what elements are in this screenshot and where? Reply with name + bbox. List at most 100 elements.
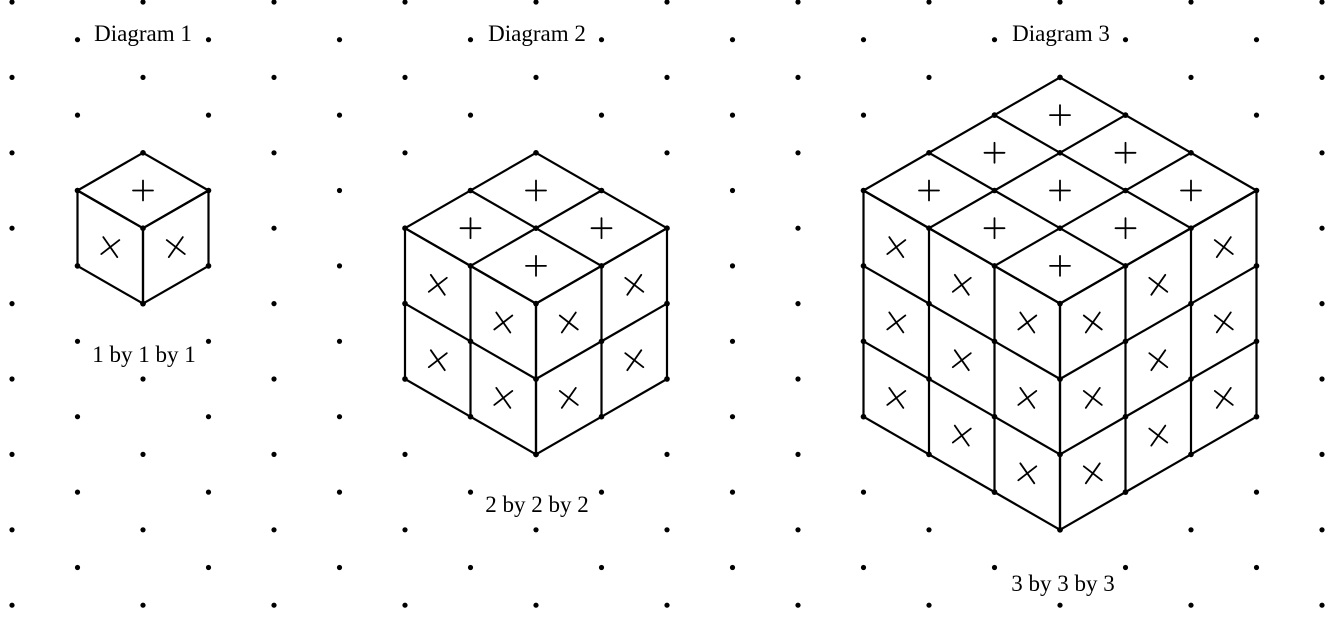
cross-mark [100,236,121,259]
cube-vertex [1057,150,1063,156]
grid-dot [336,112,343,118]
cube-vertex [1188,451,1194,458]
cross-mark [165,236,186,259]
grid-dot [271,376,277,382]
grid-dot [1319,451,1325,457]
grid-dot [205,564,212,571]
grid-dot [664,527,670,533]
cross-mark [1148,349,1169,372]
grid-dot [664,602,670,608]
cube-vertex [1122,187,1129,194]
cube-vertex [598,413,605,420]
cube-vertex [664,300,670,307]
cube-vertex [1253,413,1260,420]
cross-mark [1148,424,1169,447]
cube-edge [76,264,145,305]
cube-vertex [533,376,539,382]
cube-vertex [860,187,867,194]
grid-dot [9,376,15,382]
diagram-3-title: Diagram 3 [1012,21,1110,46]
grid-dot [140,451,146,457]
plus-mark [590,217,613,240]
grid-dot [9,0,15,5]
grid-dot [1188,0,1194,5]
cube-vertex [467,413,474,420]
cube-vertex [467,187,474,194]
cube-vertex [926,300,932,307]
grid-dot [664,451,670,457]
grid-dot [926,0,932,5]
grid-dot [860,112,867,118]
grid-dot [795,451,801,457]
grid-dot [1253,112,1260,118]
grid-dot [9,527,15,533]
grid-dot [74,564,81,571]
grid-dot [402,527,408,533]
grid-dot [729,37,736,43]
cube-edge [1058,415,1258,531]
grid-dot [9,451,15,457]
grid-dot [533,0,539,5]
grid-dot [467,112,474,118]
cube-vertex [1122,489,1129,495]
cube-edge [862,415,1062,531]
grid-dot [1188,527,1194,533]
plus-mark [918,179,940,202]
grid-dot [1319,0,1325,5]
grid-dot [664,0,670,5]
grid-dot [926,527,932,533]
cross-mark [624,349,645,372]
cross-mark [493,386,514,409]
grid-dot [795,301,801,307]
grid-dot [74,414,81,420]
cube-edge [1058,76,1258,192]
grid-dot [1188,74,1194,80]
grid-dot [860,564,867,571]
grid-dot [795,527,801,533]
grid-dot [795,150,801,156]
grid-dot [205,338,212,344]
cube-vertex [74,187,81,194]
cross-mark [1213,236,1234,259]
grid-dot [9,301,15,307]
cube-vertex [991,413,998,420]
cross-mark [1213,386,1234,409]
cube-vertex [467,338,474,345]
cube-edge [141,189,210,230]
cross-mark [1082,462,1103,485]
grid-dot [1319,376,1325,382]
grid-dot [1319,602,1325,608]
grid-dot [271,602,277,608]
cube-vertex [1057,451,1063,458]
cube-vertex [205,187,212,194]
cube-vertex [533,451,539,458]
cube-edge [76,189,145,230]
grid-dot [1319,301,1325,307]
cube-vertex [860,338,867,345]
grid-dot [336,37,343,43]
grid-dot [271,527,277,533]
grid-dot [1319,527,1325,533]
grid-dot [9,150,15,156]
grid-dot [336,187,343,194]
cube-vertex [598,187,605,194]
cross-mark [886,236,907,259]
cube-vertex [1122,413,1129,420]
grid-dot [1319,74,1325,80]
cube-vertex [1253,338,1260,345]
cube-vertex [991,338,998,345]
grid-dot [467,37,474,43]
grid-dot [795,0,801,5]
cube-diagram-3 [860,74,1260,533]
grid-dot [1057,0,1063,5]
plus-mark [525,179,547,202]
grid-dot [336,564,343,571]
grid-dot [664,150,670,156]
grid-dot [271,225,277,231]
cross-mark [1017,386,1038,409]
grid-dot [140,74,146,80]
plus-mark [983,217,1006,240]
cube-vertex [1253,187,1260,194]
cube-edge [1058,340,1258,456]
